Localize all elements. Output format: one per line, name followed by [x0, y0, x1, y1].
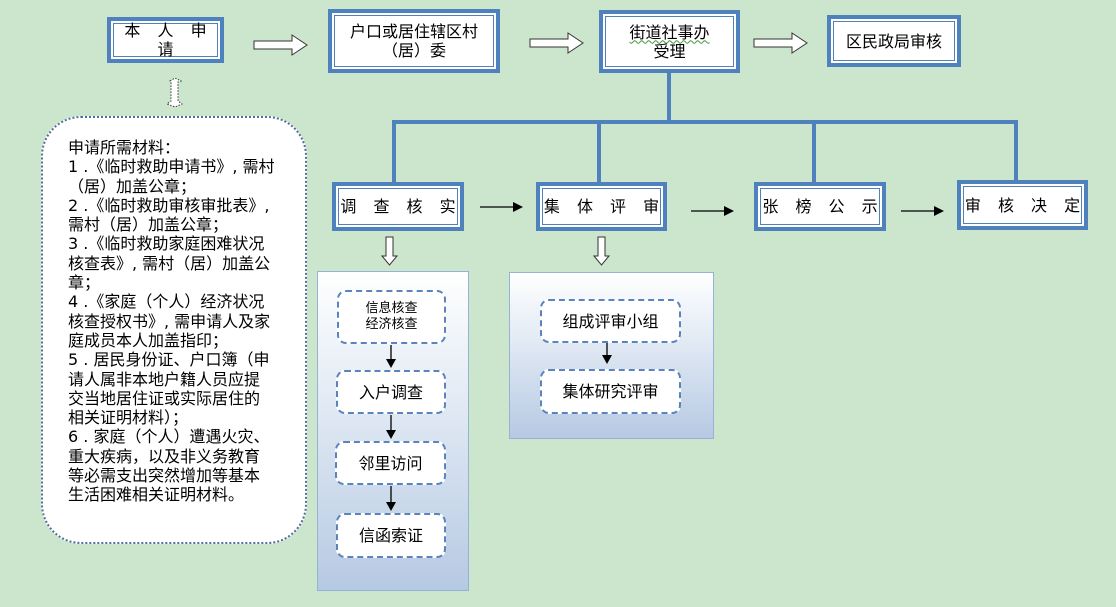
node-street-office: 街道社事办 受理: [599, 10, 740, 73]
step-form-review-group-label: 组成评审小组: [562, 311, 659, 331]
node-village-committee: 户口或居住辖区村 （居）委: [328, 9, 500, 73]
materials-line: 核查授权书》, 需申请人及家: [68, 311, 271, 331]
node-district-civil-affairs-label: 区民政局审核: [845, 31, 942, 51]
step-collective-study-label: 集体研究评审: [562, 382, 659, 401]
materials-line: 重大疾病，以及非义务教育: [68, 446, 261, 466]
arrow-down-icon: [386, 415, 396, 439]
arrow-down-icon: [593, 236, 611, 266]
arrow-right-icon: [529, 32, 584, 54]
step-letter-evidence: 信函索证: [336, 513, 446, 558]
node-apply-label: 本 人 申 请: [124, 21, 213, 59]
arrow-right-icon: [253, 34, 308, 56]
step-collective-study: 集体研究评审: [540, 369, 681, 414]
materials-line: 生活困难相关证明材料。: [68, 485, 245, 505]
node-publicize-label: 张 榜 公 示: [762, 197, 884, 216]
materials-line: 5 . 居民身份证、户口簿（申: [68, 350, 270, 370]
materials-line: 等必需支出突然增加等基本: [68, 466, 261, 486]
arrow-right-icon: [480, 202, 523, 212]
materials-line: 请人属非本地户籍人员应提: [68, 369, 261, 389]
step-neighbor-visit: 邻里访问: [335, 441, 446, 485]
step-home-visit-label: 入户调查: [358, 382, 423, 402]
materials-line: 3 .《临时救助家庭困难状况: [68, 234, 265, 254]
up-down-arrow-icon: [165, 78, 183, 108]
materials-line: 章；: [68, 273, 101, 293]
arrow-down-icon: [381, 236, 399, 266]
materials-line: 2 .《临时救助审核审批表》,: [68, 195, 270, 215]
materials-line: 需村（居）加盖公章；: [68, 215, 229, 235]
node-street-office-line2: 受理: [653, 41, 686, 61]
connector-bus: [392, 120, 1018, 124]
materials-line: 相关证明材料）；: [68, 408, 189, 428]
node-village-committee-line1: 户口或居住辖区村: [349, 22, 478, 41]
connector-drop-investigate: [392, 120, 396, 184]
step-form-review-group: 组成评审小组: [540, 299, 681, 343]
node-investigate-label: 调 查 核 实: [340, 197, 462, 216]
connector-drop-review: [597, 120, 601, 184]
materials-line: （居）加盖公章；: [68, 176, 197, 196]
connector-trunk: [667, 73, 671, 123]
arrow-right-icon: [691, 206, 734, 216]
node-investigate: 调 查 核 实: [332, 182, 464, 231]
materials-line: 交当地居住证或实际居住的: [68, 388, 261, 408]
step-letter-evidence-label: 信函索证: [358, 526, 423, 545]
connector-drop-publicize: [812, 120, 816, 184]
node-street-office-line1: 街道社事办: [629, 22, 710, 42]
step-home-visit: 入户调查: [336, 370, 446, 414]
arrow-right-icon: [901, 206, 944, 216]
connector-drop-decide: [1014, 120, 1018, 182]
node-collective-review: 集 体 评 审: [536, 182, 667, 231]
step-info-check-label: 信息核查: [365, 301, 418, 316]
node-decision-label: 审 核 决 定: [964, 195, 1087, 215]
node-collective-review-label: 集 体 评 审: [543, 197, 666, 216]
step-info-economic-check: 信息核查 经济核查: [337, 290, 446, 344]
materials-line: 4 .《家庭（个人）经济状况: [68, 292, 265, 312]
step-neighbor-visit-label: 邻里访问: [358, 453, 423, 473]
arrow-down-icon: [386, 486, 396, 511]
node-publicize: 张 榜 公 示: [754, 182, 886, 231]
arrow-down-icon: [602, 343, 612, 364]
node-apply: 本 人 申 请: [107, 17, 224, 63]
required-materials-box: 申请所需材料： 1 .《临时救助申请书》, 需村 （居）加盖公章； 2 .《临时…: [41, 116, 307, 544]
materials-line: 核查表》, 需村（居）加盖公: [68, 253, 271, 273]
node-village-committee-line2: （居）委: [381, 41, 446, 60]
materials-title: 申请所需材料：: [68, 138, 181, 157]
step-economic-check-label: 经济核查: [365, 317, 418, 332]
node-decision: 审 核 决 定: [957, 180, 1088, 230]
materials-line: 6 . 家庭（个人）遭遇火灾、: [68, 427, 270, 447]
node-district-civil-affairs: 区民政局审核: [827, 15, 961, 67]
arrow-down-icon: [386, 345, 396, 368]
materials-line: 庭成员本人加盖指印；: [68, 330, 229, 350]
materials-line: 1 .《临时救助申请书》, 需村: [68, 157, 275, 177]
arrow-right-icon: [753, 32, 808, 54]
